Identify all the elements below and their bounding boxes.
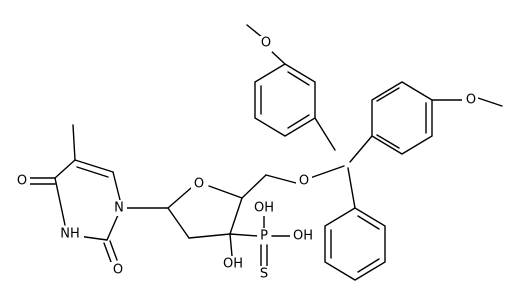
bond-c2-o-2 — [109, 240, 118, 261]
bond-c3-oh — [229, 233, 233, 257]
bond-oring-c1 — [167, 187, 192, 209]
atom-o-right-methoxy: O — [466, 93, 476, 108]
bond-c3-p — [229, 233, 259, 237]
bond-ether-ch2 — [265, 174, 297, 184]
bond-c5-c4 — [54, 159, 76, 179]
bond-right-aryl-center — [349, 135, 373, 163]
bond-c4-oring — [208, 185, 243, 199]
atom-n1: N — [114, 201, 124, 216]
bond-c6-c5 — [74, 159, 114, 173]
bond-c2-c3 — [188, 233, 231, 239]
bond-c5-methyl — [72, 124, 76, 161]
atom-oh-p-top: OH — [254, 201, 274, 216]
bond-center-phenyl — [347, 167, 356, 209]
atom-oh-c3: OH — [223, 257, 243, 272]
atom-oh-p-right: OH — [293, 229, 313, 244]
bond-n1-c6 — [112, 171, 121, 201]
bond-c2-o-1 — [103, 242, 112, 263]
bond-c2-n1 — [106, 214, 119, 241]
atom-o-ether: O — [299, 174, 309, 189]
bond-c4-n3 — [54, 177, 66, 226]
bonds — [29, 24, 503, 281]
right-aryl-ring — [371, 81, 433, 155]
right-aryl-double-2 — [376, 134, 400, 149]
phenyl-ring — [324, 207, 386, 281]
phenyl-double-2 — [357, 258, 380, 273]
atom-s: S — [260, 267, 268, 282]
bond-top-o-ring — [269, 49, 286, 65]
top-aryl-double-1 — [287, 71, 310, 86]
bond-center-ether-o — [309, 165, 345, 179]
bond-c6-c5-double — [76, 166, 109, 178]
bond-c3-c4 — [229, 197, 243, 235]
top-aryl-ring — [254, 63, 316, 137]
atom-o-c4: O — [17, 174, 27, 189]
atom-labels: O O O O N NH O O OH P OH OH S — [14, 36, 478, 282]
bond-ch2-c4 — [241, 174, 267, 199]
right-aryl-double-3 — [376, 87, 400, 102]
atom-o-top-methoxy: O — [261, 36, 271, 51]
bond-c1-c2 — [167, 207, 190, 239]
atom-p: P — [260, 229, 268, 244]
bond-top-aryl-center — [314, 117, 336, 151]
phenyl-double-1 — [357, 215, 380, 230]
atom-o-c2: O — [113, 263, 123, 278]
atom-o-sugar-ring: O — [194, 177, 204, 192]
top-aryl-double-2 — [287, 114, 310, 129]
atom-nh: NH — [60, 227, 80, 242]
bond-right-o-methyl — [477, 97, 503, 107]
bond-top-methyl-o — [246, 24, 264, 39]
